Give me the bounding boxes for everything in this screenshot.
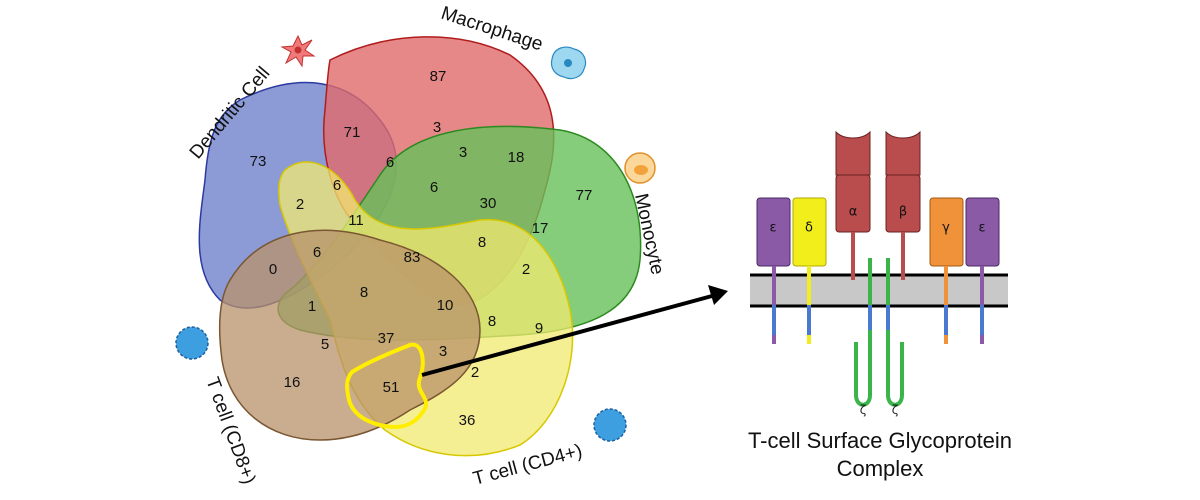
region-count: 3 [433,119,441,136]
label-epsilon-left: ε [769,221,776,236]
region-count: 6 [386,154,394,171]
region-count: 9 [535,320,543,337]
region-count: 83 [404,249,421,266]
region-count: 36 [459,412,476,429]
region-count: 87 [430,68,447,85]
cd3-delta: δ [792,197,827,344]
cd3-epsilon-left: ε [756,197,791,344]
region-count: 6 [313,244,321,261]
label-beta: β [899,205,907,220]
macrophage-icon [550,46,587,80]
t-cell-cd8-icon [175,326,209,360]
cd3-epsilon-right: ε [965,197,1000,344]
region-count: 3 [439,343,447,360]
region-count: 71 [344,124,361,141]
tcr-beta: β [885,130,921,280]
monocyte-icon [624,152,656,184]
complex-caption-line1: T-cell Surface Glycoprotein [748,428,1012,453]
dendritic-cell-icon [280,34,316,68]
label-gamma: γ [942,221,950,236]
region-count: 8 [360,284,368,301]
region-count: 10 [437,297,454,314]
cd3-gamma: γ [929,197,964,344]
region-count: 77 [576,187,593,204]
region-count: 6 [430,179,438,196]
region-count: 8 [488,313,496,330]
region-count: 1 [308,298,316,315]
complex-caption-line2: Complex [837,456,924,481]
region-count: 37 [378,330,395,347]
region-count: 2 [471,364,479,381]
region-count: 2 [296,196,304,213]
label-zeta-left: ζ [860,403,867,417]
label-zeta-right: ζ [892,403,899,417]
region-count: 0 [269,261,277,278]
pointer-arrow [421,285,728,377]
t-cell-surface-complex: ε δ α β ζ ζ [748,130,1012,481]
label-delta: δ [805,221,813,236]
region-count: 3 [459,144,467,161]
region-count: 17 [532,220,549,237]
region-count: 5 [321,336,329,353]
region-count: 73 [250,153,267,170]
region-count: 30 [480,195,497,212]
label-epsilon-right: ε [978,221,985,236]
region-count: 51 [383,379,400,396]
region-count: 16 [284,374,301,391]
region-count: 18 [508,149,525,166]
tcr-alpha: α [835,130,871,280]
region-count: 11 [348,212,364,229]
label-alpha: α [849,205,858,220]
t-cell-cd4-icon [593,408,627,442]
region-count: 2 [522,261,530,278]
region-count: 6 [333,177,341,194]
highlighted-region-outline[interactable] [345,342,428,430]
region-count: 8 [478,234,486,251]
cd3-zeta-dimer: ζ ζ [854,258,904,417]
cell-membrane [750,275,1008,306]
